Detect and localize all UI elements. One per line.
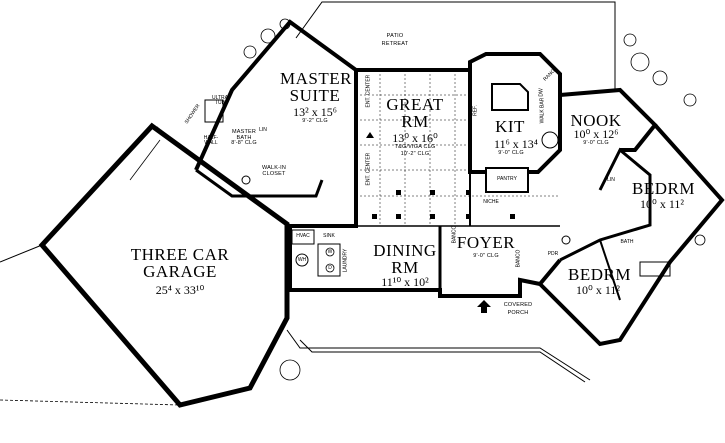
ref-label: REF. (472, 105, 479, 116)
dryer (325, 263, 335, 273)
master-suite-label: MASTER SUITE (280, 69, 352, 105)
dining-rm-label: DINING RM (373, 241, 437, 277)
niche-label: NICHE (483, 199, 499, 205)
sink-label: SINK (323, 233, 335, 239)
pantry-label: PANTRY (497, 176, 517, 182)
tile-grid (356, 70, 560, 226)
laundry-box (317, 243, 341, 277)
pantry-box (485, 167, 529, 193)
ent-center-label: ENT. CENTER (365, 74, 372, 108)
half-wall-label: HALF-WALL (203, 135, 219, 146)
hvac-box (291, 229, 315, 245)
lin-master-label: LIN (259, 127, 267, 133)
retreat-label: RETREAT (381, 41, 409, 47)
dining-rm-clg: 10'-6" CLG (390, 288, 420, 294)
ent-center-low-label: ENT. CENTER (365, 152, 372, 186)
laundry-label: LAUNDRY (342, 248, 349, 273)
dryer-label: D (328, 265, 332, 271)
covered-label: COVERED (503, 302, 533, 308)
nook-table (541, 131, 559, 149)
dw-label: DW (538, 88, 545, 97)
washer (325, 247, 335, 257)
porch-inner (299, 339, 586, 383)
bedrm-right-label: BEDRM (632, 179, 695, 198)
toilet-pdr (561, 235, 571, 245)
patio-label: PATIO (386, 33, 404, 39)
nook-label: NOOK (570, 111, 622, 130)
dining-rm-dims: 11¹⁰ x 10² (381, 275, 429, 289)
foyer-label: FOYER (456, 233, 516, 252)
wh-label: WH (297, 257, 307, 263)
bedroom-lower-wall (599, 239, 621, 301)
patio-outline (295, 1, 616, 90)
bedroom-divider (559, 147, 652, 262)
columns (366, 132, 515, 219)
driveway-edge-top (0, 244, 43, 263)
lin-bed-label: LIN (607, 177, 615, 183)
driveway-edge-bottom (0, 399, 181, 406)
tub-master (204, 99, 224, 123)
porch-outline (286, 329, 591, 381)
tub-right (639, 261, 671, 277)
house-outer-wall-left (194, 19, 360, 292)
banco-label-1: BANCO (451, 225, 458, 244)
bedrm-lower-label: BEDRM (568, 265, 631, 284)
great-rm-label: GREAT RM (386, 95, 444, 131)
nook-clg: 9'-0" CLG (583, 140, 609, 146)
bedrm-lower-dims: 10⁰ x 11² (576, 283, 620, 297)
foyer-clg: 9'-0" CLG (473, 253, 499, 259)
toilet-master (241, 175, 251, 185)
kitchen-island (491, 83, 529, 111)
kit-dims: 11⁶ x 13⁴ (494, 137, 538, 151)
bedrm-right-dims: 10⁰ x 11² (640, 197, 684, 211)
master-bath-wall (195, 168, 324, 198)
water-heater (295, 253, 309, 267)
bath-label: BATH (620, 239, 634, 245)
entry-arrow (477, 300, 491, 313)
walk-bar-label: WALK BAR (539, 97, 546, 124)
garage-label: THREE CAR GARAGE (130, 245, 230, 281)
kit-clg: 9'-0" CLG (498, 150, 524, 156)
garage-curb (129, 139, 161, 181)
south-wall (360, 277, 541, 298)
porch-label: PORCH (507, 310, 529, 316)
master-bath-label: MASTER BATH 8'-8" CLG (231, 129, 257, 146)
master-suite-dims: 13² x 15⁶ (293, 105, 337, 119)
nook-dims: 10⁰ x 12⁶ (573, 127, 619, 141)
landscaping (243, 18, 706, 381)
great-rm-clg-1: T&G/VIGA CLG (394, 144, 436, 150)
pdr-label: PDR (547, 251, 559, 257)
banco-label-2: BANCO (515, 249, 522, 268)
washer-label: W (327, 249, 333, 255)
kit-label: KIT (495, 117, 525, 136)
hvac-label: HVAC (296, 233, 310, 239)
great-rm-dims: 13⁰ x 16⁰ (392, 131, 438, 145)
great-rm-clg-2: 10'-2" CLG (400, 151, 430, 157)
master-suite-clg: 9'-2" CLG (302, 118, 328, 124)
walk-in-closet-label: WALK-IN CLOSET (261, 165, 287, 177)
garage-dims: 25⁴ x 33¹⁰ (155, 283, 205, 297)
